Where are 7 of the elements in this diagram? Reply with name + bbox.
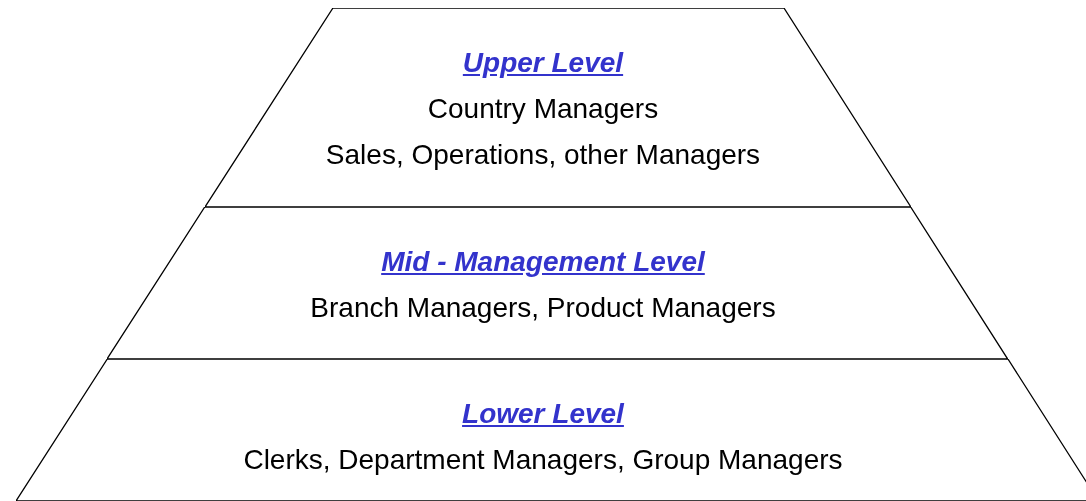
level-heading: Mid - Management Level bbox=[381, 245, 705, 279]
role-list: Clerks, Department Managers, Group Managers bbox=[243, 437, 843, 483]
level-heading: Lower Level bbox=[462, 397, 624, 431]
level-heading: Upper Level bbox=[462, 46, 624, 80]
role-list: Country Managers bbox=[427, 86, 659, 132]
role-list: Branch Managers, Product Managers bbox=[310, 285, 776, 331]
role-list: Sales, Operations, other Managers bbox=[325, 132, 761, 178]
